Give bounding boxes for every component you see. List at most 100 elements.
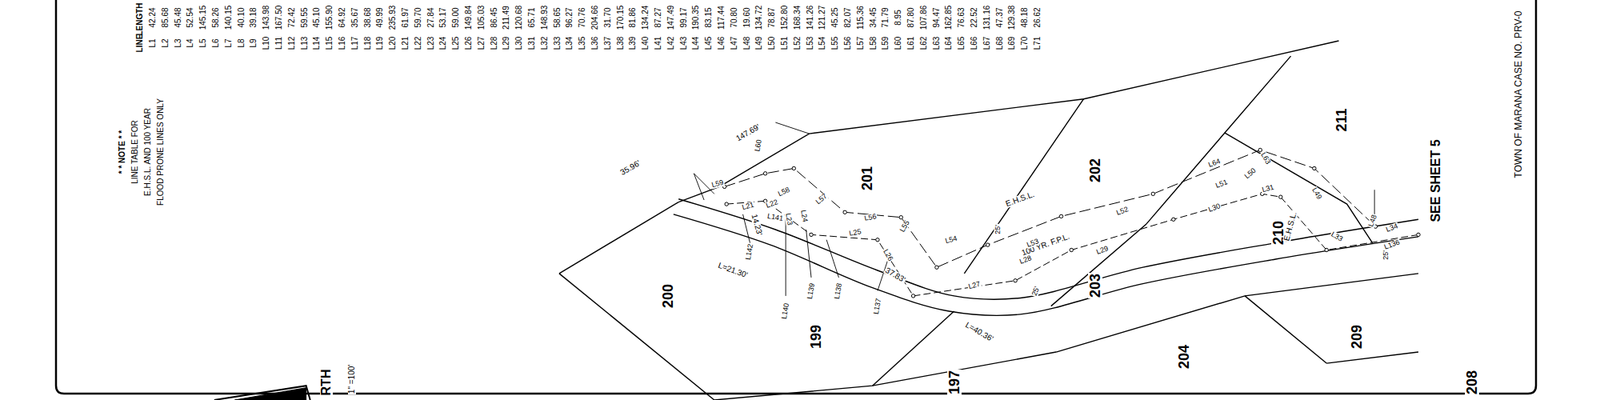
table-cell: 170.15	[616, 5, 625, 31]
flood-line	[726, 193, 1419, 296]
line-label: L29	[1094, 244, 1110, 256]
table-cell: 117.44	[717, 5, 726, 30]
line-label: L21	[740, 200, 756, 212]
table-cell: 162.85	[944, 5, 953, 31]
survey-point	[1013, 279, 1017, 283]
table-cell: 59.55	[300, 7, 309, 28]
table-cell: 70.80	[730, 7, 739, 28]
table-cell: 26.62	[1033, 7, 1042, 28]
dimension-label: 25'	[1030, 284, 1041, 298]
table-cell: L69	[1008, 36, 1016, 51]
table-cell: 64.92	[338, 7, 347, 28]
table-cell: L24	[439, 36, 448, 51]
table-cell: 152.80	[780, 5, 789, 31]
survey-point	[985, 243, 989, 247]
table-cell: L31	[528, 36, 536, 51]
survey-point	[1059, 214, 1063, 218]
table-cell: L18	[364, 36, 372, 51]
table-cell: L54	[818, 36, 827, 51]
dimension-label: L=21.30'	[716, 260, 749, 280]
survey-point	[1324, 248, 1328, 252]
lot-number: 203	[1088, 272, 1103, 299]
table-cell: 87.27	[654, 7, 663, 28]
table-cell: L30	[515, 36, 524, 51]
table-cell: 22.52	[970, 7, 979, 28]
table-cell: 134.24	[641, 5, 650, 31]
table-cell: L65	[957, 36, 966, 51]
table-cell: L68	[996, 36, 1004, 51]
north-arrow	[234, 388, 306, 400]
line-label: L25	[848, 228, 863, 238]
table-cell: L9	[249, 38, 258, 48]
line-label: L142	[744, 242, 756, 261]
line-label: L58	[776, 185, 792, 198]
table-cell: 27.84	[427, 7, 436, 28]
table-cell: 145.15	[199, 5, 208, 31]
table-cell: L3	[174, 38, 183, 48]
table-cell: L14	[312, 36, 321, 51]
north-arrow	[214, 385, 311, 400]
table-cell: L23	[427, 36, 436, 51]
table-cell: 34.45	[869, 7, 878, 28]
survey-point	[1069, 248, 1073, 252]
table-cell: L35	[578, 36, 587, 51]
lot-line	[714, 352, 1056, 400]
survey-point	[843, 210, 847, 214]
table-cell: 94.47	[932, 7, 941, 28]
table-cell: L55	[831, 36, 840, 51]
table-cell: 8.95	[894, 9, 903, 25]
table-cell: L7	[224, 38, 233, 48]
table-cell: 140.15	[224, 5, 233, 31]
line-label: L27	[967, 280, 983, 291]
table-cell: 143.98	[262, 5, 271, 31]
line-label: L30	[1206, 202, 1222, 214]
line-label: L138	[833, 281, 844, 300]
table-cell: 65.71	[528, 7, 536, 28]
table-cell: 82.07	[844, 7, 852, 28]
leader-line	[806, 229, 812, 278]
table-cell: L56	[844, 36, 852, 51]
table-cell: L40	[641, 36, 650, 51]
table-cell: L53	[806, 36, 815, 51]
table-header: LENGTH	[136, 2, 144, 36]
line-label: L50	[1243, 166, 1259, 181]
dimension-label: L=40.36'	[963, 320, 996, 344]
table-cell: L19	[376, 36, 384, 51]
table-cell: L43	[680, 36, 688, 51]
table-cell: 147.49	[667, 5, 676, 31]
table-cell: 85.68	[161, 7, 170, 28]
table-cell: 131.16	[983, 5, 992, 31]
table-cell: L32	[540, 36, 549, 51]
table-cell: L5	[199, 38, 208, 48]
table-cell: L16	[338, 36, 347, 51]
table-cell: 120.68	[515, 5, 524, 31]
table-cell: L42	[667, 36, 676, 51]
table-cell: L70	[1020, 36, 1029, 51]
table-cell: L21	[401, 36, 410, 51]
lot-number: 211	[1334, 107, 1349, 132]
survey-point	[876, 238, 880, 242]
dimension-label: 35.96'	[618, 158, 643, 177]
table-cell: 76.63	[957, 7, 966, 28]
table-cell: L46	[717, 36, 726, 51]
table-cell: L61	[907, 36, 916, 51]
lot-line	[559, 202, 679, 274]
table-note: LINE TABLE FOR	[131, 120, 140, 184]
survey-point	[899, 215, 903, 219]
line-type-label: E.H.S.L.	[1282, 210, 1299, 244]
leader-line	[826, 240, 839, 278]
table-cell: 58.26	[212, 7, 220, 28]
table-cell: 107.86	[920, 5, 928, 31]
lot-line	[559, 273, 715, 400]
table-cell: L20	[388, 36, 397, 51]
survey-point	[809, 232, 813, 236]
survey-point	[1151, 192, 1155, 196]
survey-point	[763, 172, 767, 176]
table-cell: 134.72	[755, 5, 764, 31]
table-cell: 45.10	[312, 7, 321, 28]
dimension-label: 25'	[994, 224, 1002, 236]
scale-label: 1" =100'	[348, 364, 356, 395]
table-cell: 211.49	[502, 5, 511, 30]
table-cell: L62	[920, 36, 928, 51]
table-cell: L33	[553, 36, 562, 51]
